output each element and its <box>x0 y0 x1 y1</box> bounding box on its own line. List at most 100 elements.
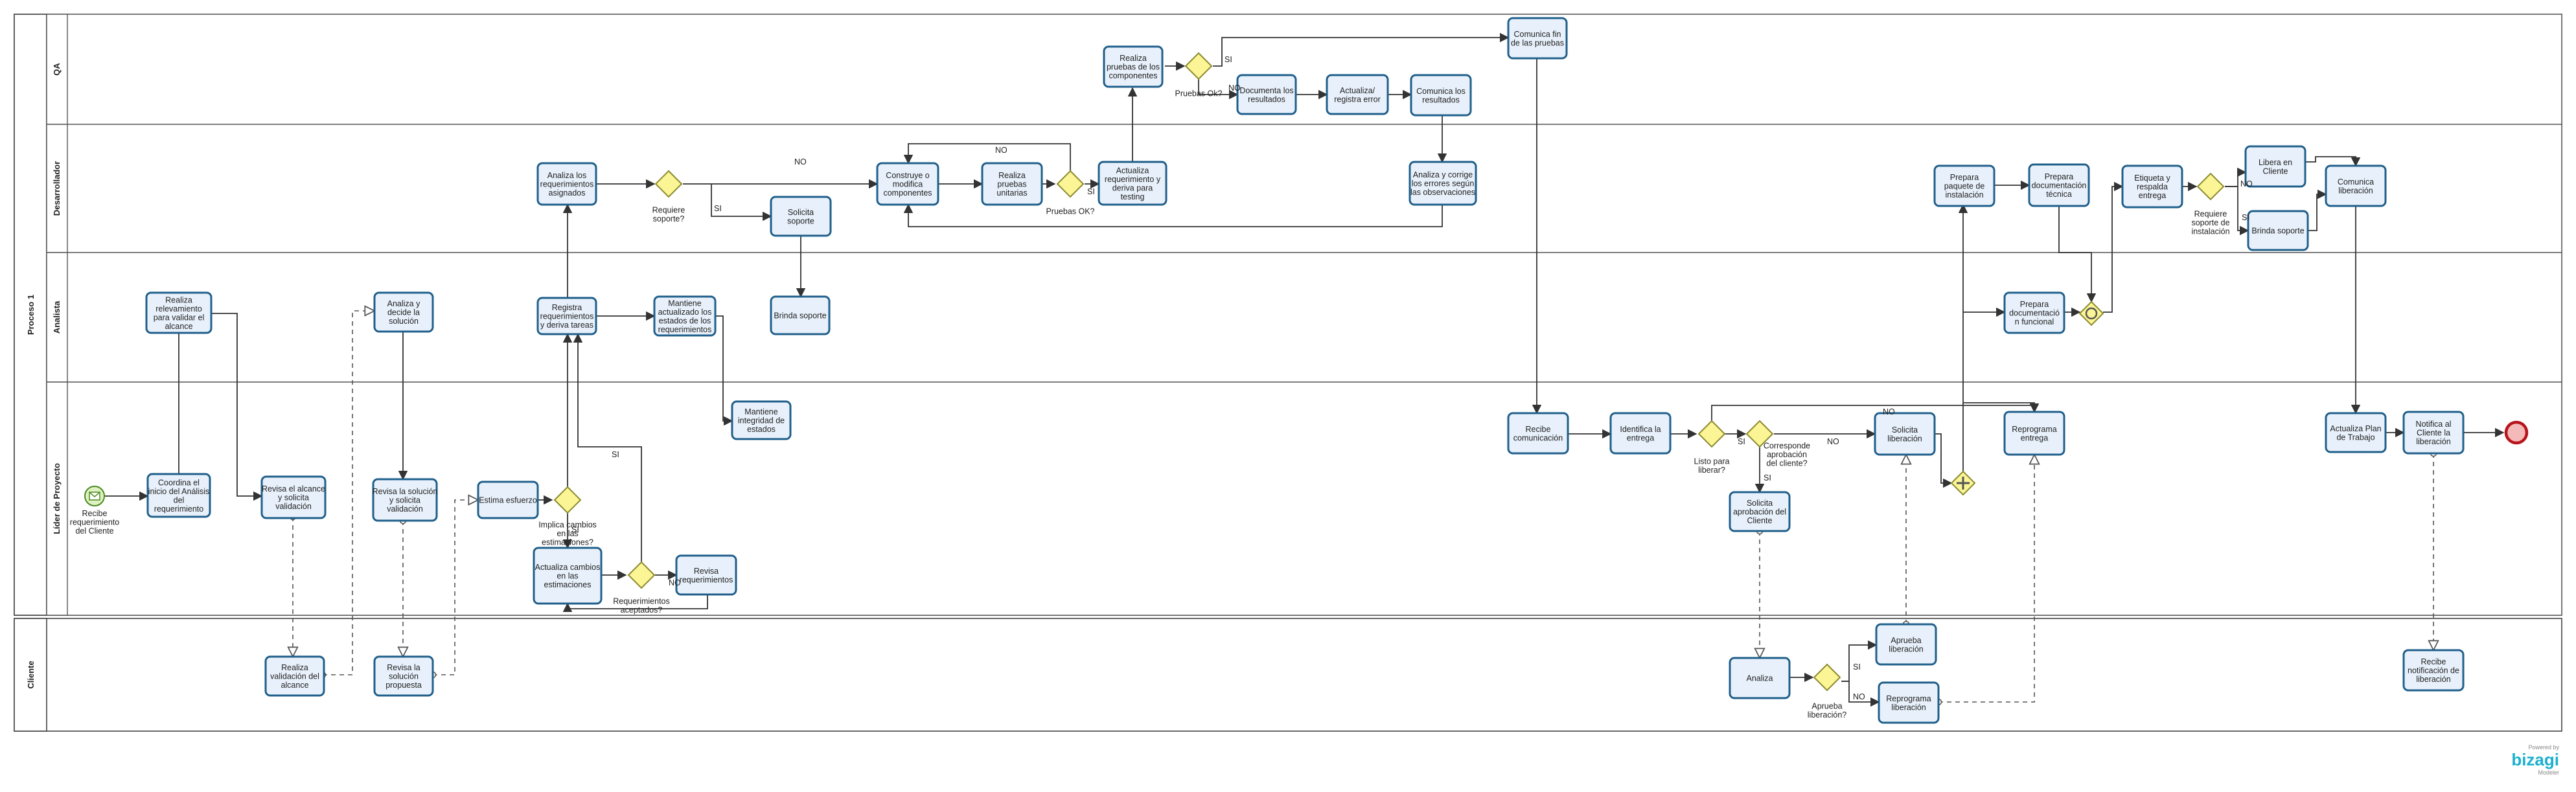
gateway-diamond <box>654 170 683 198</box>
task-label: solución <box>389 317 419 326</box>
task-label: los errores según <box>1412 179 1475 188</box>
task-label: Reprograma <box>1886 694 1931 703</box>
task-label: validación <box>275 502 312 511</box>
task-box <box>2003 291 2065 334</box>
gateway-label: Aprueba <box>1811 702 1842 711</box>
task-label: Reprograma <box>2012 425 2057 434</box>
task-label: estados <box>747 425 776 434</box>
gateway-pruebas-ok-qa[interactable]: Pruebas Ok? <box>1175 52 1223 98</box>
task-label: comunicación <box>1513 433 1563 442</box>
flow-aprueba-no-to-reprog-lib <box>1841 681 1880 707</box>
flow-qa-no-to-documenta <box>1198 79 1239 100</box>
task-label: deriva para <box>1112 183 1153 192</box>
flow-parallel-to-reprograma <box>1963 402 2040 413</box>
gateway-label: liberación? <box>1808 710 1847 719</box>
gateway-label: del cliente? <box>1766 459 1807 468</box>
task-label: Actualiza cambios <box>535 563 601 572</box>
task-label: documentació <box>2009 309 2060 318</box>
flow-merge-to-etiqueta <box>2103 181 2124 313</box>
gateway-pruebas-ok-dev[interactable]: Pruebas OK? <box>1046 170 1095 216</box>
inclusive-merge-gateway[interactable] <box>2078 300 2104 326</box>
flow-label-no: NO <box>794 157 807 166</box>
task-box <box>1729 491 1791 532</box>
task-label: propuesta <box>385 681 422 690</box>
task-label: relevamiento <box>155 304 202 313</box>
parallel-gateway[interactable] <box>1950 470 1976 496</box>
task-box <box>1098 161 1167 206</box>
flow-label-no: NO <box>1228 84 1241 93</box>
task-label: liberación <box>1889 644 1924 653</box>
task-label: requerimiento y <box>1105 175 1161 184</box>
task-label: entrega <box>2139 191 2166 200</box>
task-brinda2[interactable]: Brinda soporte <box>2247 210 2309 251</box>
task-analiza-cli[interactable]: Analiza <box>1729 657 1791 699</box>
task-act-error[interactable]: Actualiza/registra error <box>1326 74 1389 115</box>
task-label: entrega <box>1627 433 1654 442</box>
task-box <box>876 162 939 206</box>
task-box <box>731 400 792 440</box>
task-label: Analiza <box>1747 674 1773 683</box>
flow-label-no: NO <box>669 578 681 587</box>
flow-label-si: SI <box>2242 213 2249 222</box>
end-event[interactable] <box>2504 420 2529 445</box>
task-estima[interactable]: Estima esfuerzo <box>477 481 539 519</box>
gateway-label: estimaciones? <box>542 538 593 547</box>
task-label: en las <box>557 572 578 581</box>
task-label: requerimientos <box>540 180 594 189</box>
task-box <box>1875 623 1937 666</box>
task-label: Recibe <box>2421 657 2446 666</box>
pool-title-proceso-1: Proceso 1 <box>26 295 36 335</box>
gateway-label: Requiere <box>652 206 685 215</box>
task-label: soporte <box>787 216 814 225</box>
task-brinda1[interactable]: Brinda soporte <box>770 295 831 335</box>
flow-libera-to-comunica-lib <box>2305 156 2361 167</box>
